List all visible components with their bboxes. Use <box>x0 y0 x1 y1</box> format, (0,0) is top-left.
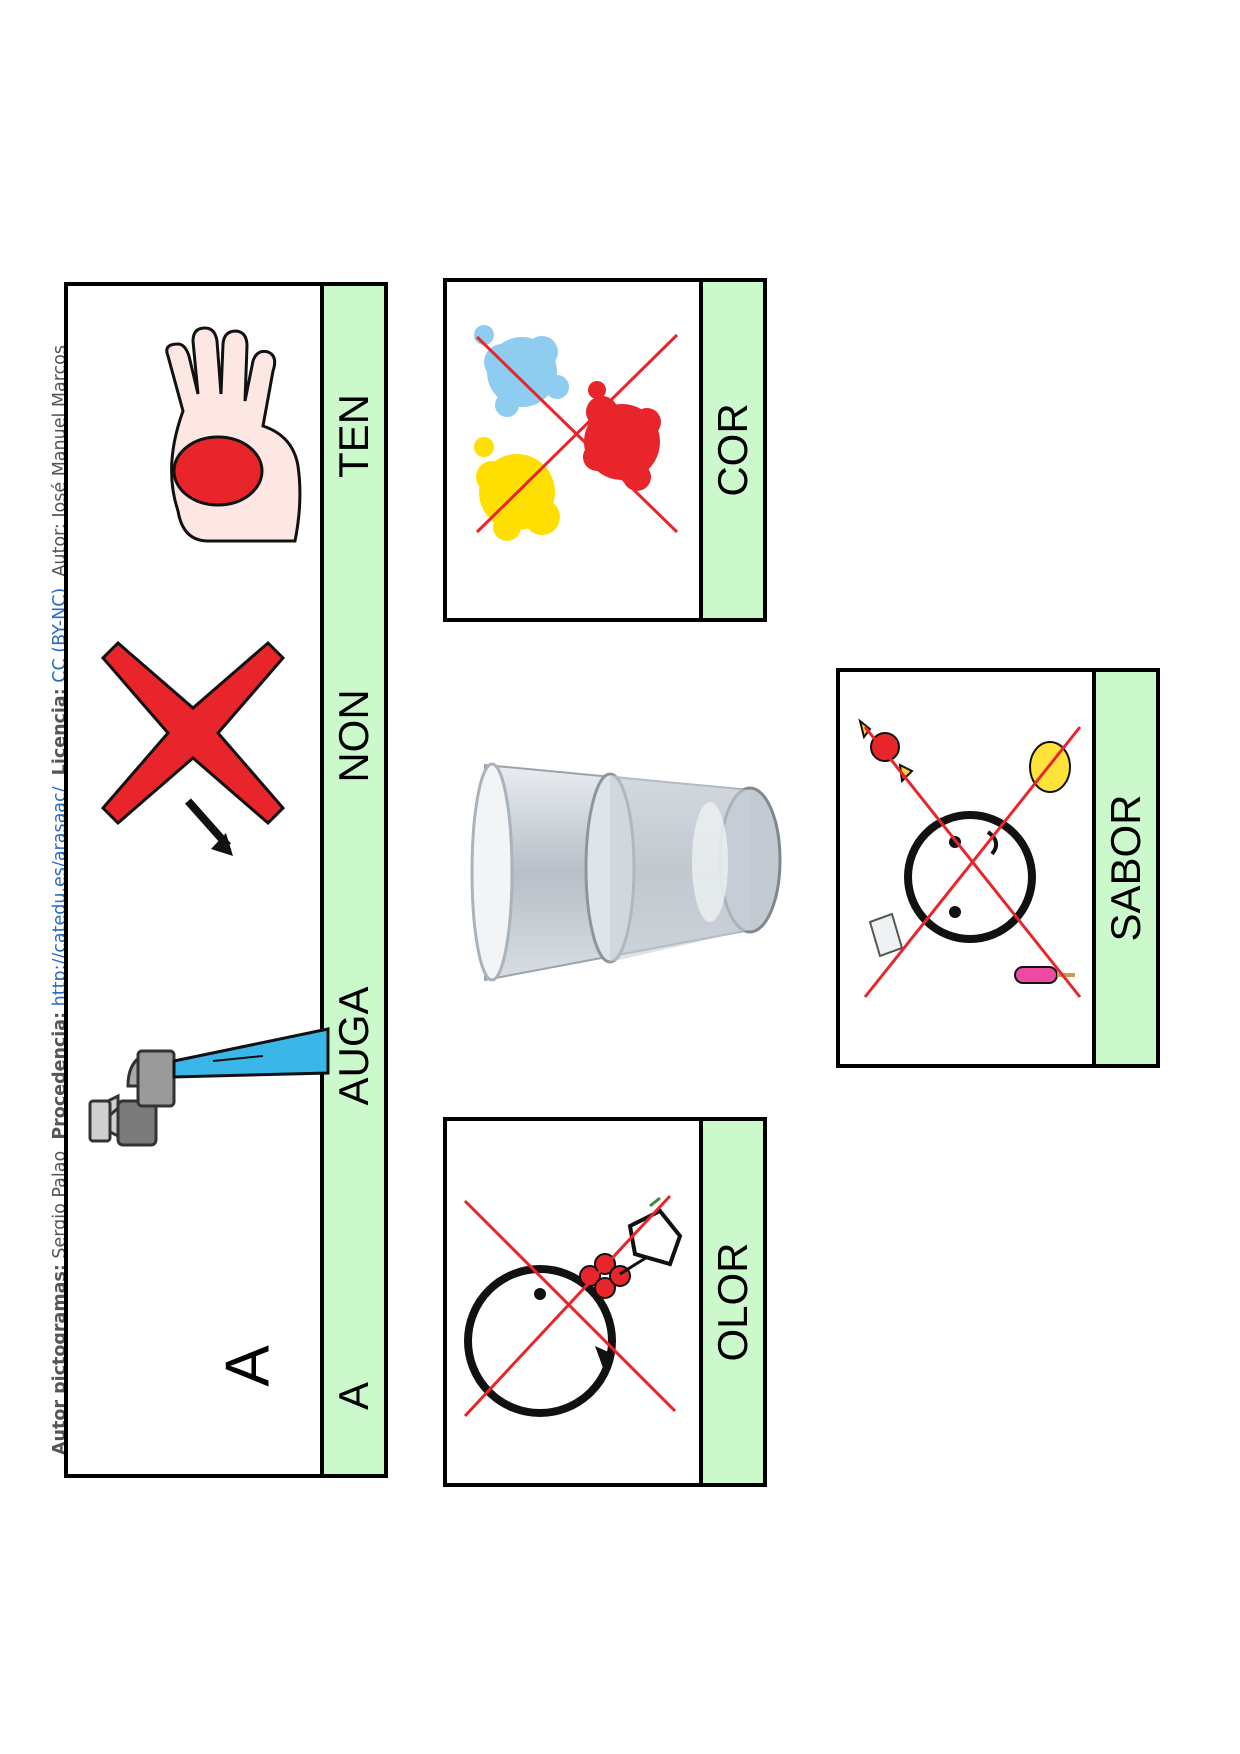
card-cor: COR <box>443 278 767 622</box>
card-olor-label: OLOR <box>709 1242 756 1362</box>
sentence-strip: A A AUGA NON TEN <box>64 282 388 1478</box>
card-sabor: SABOR <box>836 668 1160 1068</box>
word-non: NON <box>330 689 377 783</box>
card-olor-label-band: OLOR <box>699 1121 763 1483</box>
flower-icon <box>579 1196 683 1299</box>
card-cor-label-band: COR <box>699 282 763 618</box>
crossed-paint-splashes-icon <box>474 325 679 541</box>
card-sabor-label: SABOR <box>1102 794 1149 942</box>
big-letter: A <box>213 1345 283 1387</box>
word-auga: AUGA <box>330 986 377 1106</box>
popsicle-icon <box>1014 966 1075 984</box>
crossed-taste-face-icon <box>858 718 1082 998</box>
card-sabor-label-band: SABOR <box>1092 672 1156 1064</box>
red-cross-icon <box>100 640 286 826</box>
hand-holding-ball-icon <box>165 326 302 543</box>
salt-icon <box>868 912 904 958</box>
glass-of-water-icon <box>470 762 782 982</box>
word-a-cell: A <box>324 1346 384 1446</box>
word-ten: TEN <box>330 394 377 478</box>
tap-water-icon <box>88 798 330 1147</box>
word-ten-cell: TEN <box>324 356 384 516</box>
crossed-smell-face-icon <box>463 1194 683 1418</box>
card-cor-label: COR <box>709 403 756 497</box>
word-auga-cell: AUGA <box>324 936 384 1156</box>
sentence-label-band <box>320 286 384 1474</box>
letter-cell: A <box>208 1286 288 1446</box>
word-non-cell: NON <box>324 656 384 816</box>
word-a: A <box>330 1381 377 1411</box>
card-olor: OLOR <box>443 1117 767 1487</box>
